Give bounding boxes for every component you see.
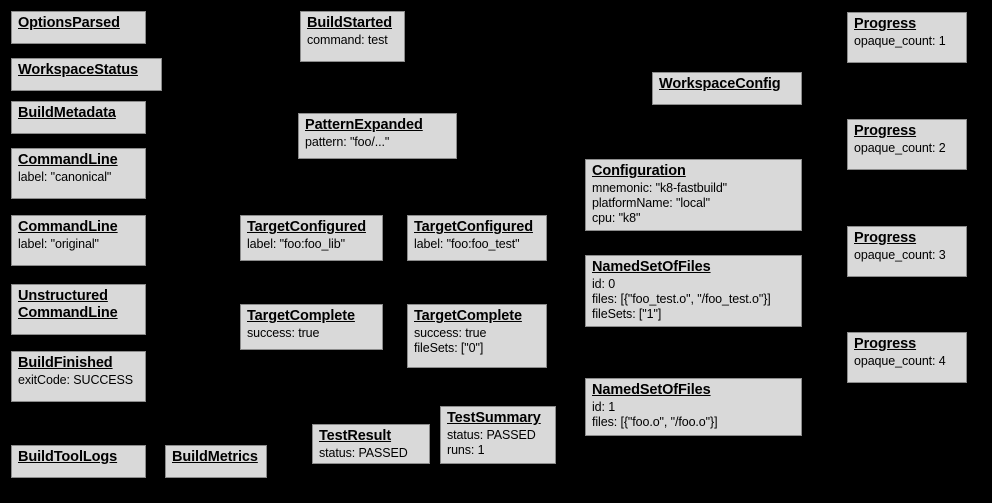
- node-field: opaque_count: 3: [854, 248, 946, 263]
- node-build-finished[interactable]: BuildFinished exitCode: SUCCESS: [11, 351, 146, 402]
- node-fields: status: PASSED: [319, 446, 423, 461]
- node-field: pattern: "foo/...": [305, 135, 390, 150]
- node-progress-3[interactable]: Progress opaque_count: 3: [847, 226, 967, 277]
- node-title: TargetComplete: [247, 308, 355, 324]
- node-fields: label: "original": [18, 237, 139, 252]
- node-title: BuildMetadata: [18, 105, 116, 121]
- node-fields: opaque_count: 2: [854, 141, 960, 156]
- node-fields: opaque_count: 1: [854, 34, 960, 49]
- node-field: status: PASSED: [447, 428, 536, 443]
- node-title: Configuration: [592, 163, 686, 179]
- node-target-configured-foo-lib[interactable]: TargetConfigured label: "foo:foo_lib": [240, 215, 383, 261]
- node-field: label: "canonical": [18, 170, 112, 185]
- node-title: NamedSetOfFiles: [592, 382, 711, 398]
- node-command-line-canonical[interactable]: CommandLine label: "canonical": [11, 148, 146, 199]
- node-field: mnemonic: "k8-fastbuild": [592, 181, 728, 196]
- node-field: label: "original": [18, 237, 99, 252]
- node-workspace-status[interactable]: WorkspaceStatus: [11, 58, 162, 91]
- node-progress-1[interactable]: Progress opaque_count: 1: [847, 12, 967, 63]
- node-title: BuildFinished: [18, 355, 113, 371]
- node-field: label: "foo:foo_test": [414, 237, 520, 252]
- node-field: success: true: [247, 326, 320, 341]
- node-title: TargetComplete: [414, 308, 522, 324]
- node-fields: label: "canonical": [18, 170, 139, 185]
- node-field: files: [{"foo.o", "/foo.o"}]: [592, 414, 718, 429]
- node-title: Unstructured CommandLine: [18, 288, 118, 322]
- node-field: id: 1: [592, 400, 616, 415]
- node-command-line-original[interactable]: CommandLine label: "original": [11, 215, 146, 266]
- node-title: WorkspaceStatus: [18, 62, 138, 78]
- node-title: BuildMetrics: [172, 449, 258, 465]
- node-title: NamedSetOfFiles: [592, 259, 711, 275]
- node-field: id: 0: [592, 277, 616, 292]
- node-target-complete-foo-lib[interactable]: TargetComplete success: true: [240, 304, 383, 350]
- node-progress-4[interactable]: Progress opaque_count: 4: [847, 332, 967, 383]
- node-title: PatternExpanded: [305, 117, 423, 133]
- node-field: success: true: [414, 326, 487, 341]
- node-field: exitCode: SUCCESS: [18, 373, 134, 388]
- node-fields: pattern: "foo/...": [305, 135, 450, 150]
- node-test-result[interactable]: TestResult status: PASSED: [312, 424, 430, 464]
- node-field: opaque_count: 1: [854, 34, 946, 49]
- node-title: Progress: [854, 336, 917, 352]
- node-title: BuildToolLogs: [18, 449, 118, 465]
- node-title: CommandLine: [18, 219, 118, 235]
- node-field: opaque_count: 4: [854, 354, 946, 369]
- node-build-tool-logs[interactable]: BuildToolLogs: [11, 445, 146, 478]
- node-target-configured-foo-test[interactable]: TargetConfigured label: "foo:foo_test": [407, 215, 547, 261]
- node-build-metrics[interactable]: BuildMetrics: [165, 445, 267, 478]
- node-fields: opaque_count: 3: [854, 248, 960, 263]
- node-field: fileSets: ["1"]: [592, 306, 662, 321]
- node-fields: success: true: [247, 326, 376, 341]
- node-title: TestSummary: [447, 410, 541, 426]
- node-title: BuildStarted: [307, 15, 393, 31]
- node-title: Progress: [854, 16, 917, 32]
- node-fields: mnemonic: "k8-fastbuild"platformName: "l…: [592, 181, 795, 225]
- node-field: opaque_count: 2: [854, 141, 946, 156]
- node-build-started[interactable]: BuildStarted command: test: [300, 11, 405, 62]
- node-title: TargetConfigured: [414, 219, 533, 235]
- node-build-metadata[interactable]: BuildMetadata: [11, 101, 146, 134]
- node-title: Progress: [854, 123, 917, 139]
- node-fields: exitCode: SUCCESS: [18, 373, 139, 388]
- node-workspace-config[interactable]: WorkspaceConfig: [652, 72, 802, 105]
- node-fields: command: test: [307, 33, 398, 48]
- node-fields: opaque_count: 4: [854, 354, 960, 369]
- node-field: files: [{"foo_test.o", "/foo_test.o"}]: [592, 291, 771, 306]
- node-fields: label: "foo:foo_lib": [247, 237, 376, 252]
- node-progress-2[interactable]: Progress opaque_count: 2: [847, 119, 967, 170]
- node-title: TargetConfigured: [247, 219, 366, 235]
- node-unstructured-command-line[interactable]: Unstructured CommandLine: [11, 284, 146, 335]
- node-field: label: "foo:foo_lib": [247, 237, 345, 252]
- node-field: command: test: [307, 33, 388, 48]
- node-field: platformName: "local": [592, 195, 710, 210]
- node-pattern-expanded[interactable]: PatternExpanded pattern: "foo/...": [298, 113, 457, 159]
- node-field: fileSets: ["0"]: [414, 340, 484, 355]
- node-title: CommandLine: [18, 152, 118, 168]
- node-fields: label: "foo:foo_test": [414, 237, 540, 252]
- node-title: OptionsParsed: [18, 15, 120, 31]
- node-field: status: PASSED: [319, 446, 408, 461]
- node-field: runs: 1: [447, 442, 485, 457]
- node-configuration[interactable]: Configuration mnemonic: "k8-fastbuild"pla…: [585, 159, 802, 231]
- node-title: TestResult: [319, 428, 392, 444]
- node-field: cpu: "k8": [592, 210, 641, 225]
- node-options-parsed[interactable]: OptionsParsed: [11, 11, 146, 44]
- node-title: WorkspaceConfig: [659, 76, 781, 92]
- node-title: Progress: [854, 230, 917, 246]
